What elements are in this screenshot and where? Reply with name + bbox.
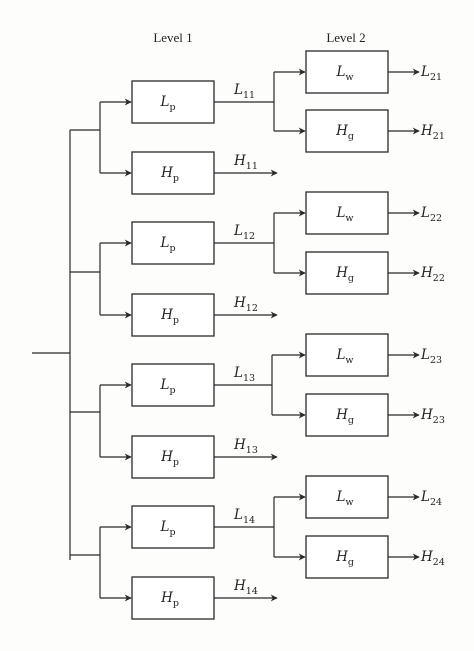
lp-box	[131, 221, 215, 265]
lp-label: Lp	[159, 94, 175, 113]
low-output-label: L12	[233, 223, 255, 242]
branches: LpHpL11H11LwHgL21H21LpHpL12H12LwHgL22H22…	[70, 50, 445, 620]
level2-high-output-label: H23	[420, 407, 445, 426]
lw-box	[305, 333, 389, 377]
hg-label: Hg	[335, 407, 354, 426]
high-output-label: H11	[233, 153, 258, 172]
hp-box	[131, 293, 215, 337]
high-output-label: H12	[233, 295, 258, 314]
level2-low-output-label: L22	[420, 205, 442, 224]
lw-label: Lw	[335, 489, 353, 508]
lp-label: Lp	[159, 519, 175, 538]
hp-box	[131, 151, 215, 195]
lw-box	[305, 191, 389, 235]
hp-label: Hp	[160, 590, 179, 609]
lp-label: Lp	[159, 235, 175, 254]
hg-label: Hg	[335, 123, 354, 142]
hp-label: Hp	[160, 449, 179, 468]
level2-low-output-label: L24	[420, 489, 442, 508]
level2-high-output-label: H21	[420, 123, 445, 142]
hg-box	[305, 251, 389, 295]
low-output-label: L14	[233, 507, 255, 526]
hg-box	[305, 109, 389, 153]
high-output-label: H14	[233, 578, 258, 597]
hp-box	[131, 435, 215, 479]
low-output-label: L13	[233, 365, 255, 384]
lw-label: Lw	[335, 64, 353, 83]
low-output-label: L11	[233, 82, 255, 101]
hg-box	[305, 535, 389, 579]
hp-label: Hp	[160, 307, 179, 326]
level2-low-output-label: L23	[420, 347, 442, 366]
high-output-label: H13	[233, 437, 258, 456]
level-2-header: Level 2	[326, 30, 365, 45]
lw-label: Lw	[335, 347, 353, 366]
hp-box	[131, 576, 215, 620]
level2-high-output-label: H22	[420, 265, 445, 284]
lw-label: Lw	[335, 205, 353, 224]
lp-box	[131, 505, 215, 549]
hp-label: Hp	[160, 165, 179, 184]
level-1-header: Level 1	[153, 30, 192, 45]
lp-label: Lp	[159, 377, 175, 396]
hg-label: Hg	[335, 549, 354, 568]
level2-high-output-label: H24	[420, 549, 445, 568]
lw-box	[305, 50, 389, 94]
level2-low-output-label: L21	[420, 64, 442, 83]
hg-label: Hg	[335, 265, 354, 284]
lp-box	[131, 80, 215, 124]
